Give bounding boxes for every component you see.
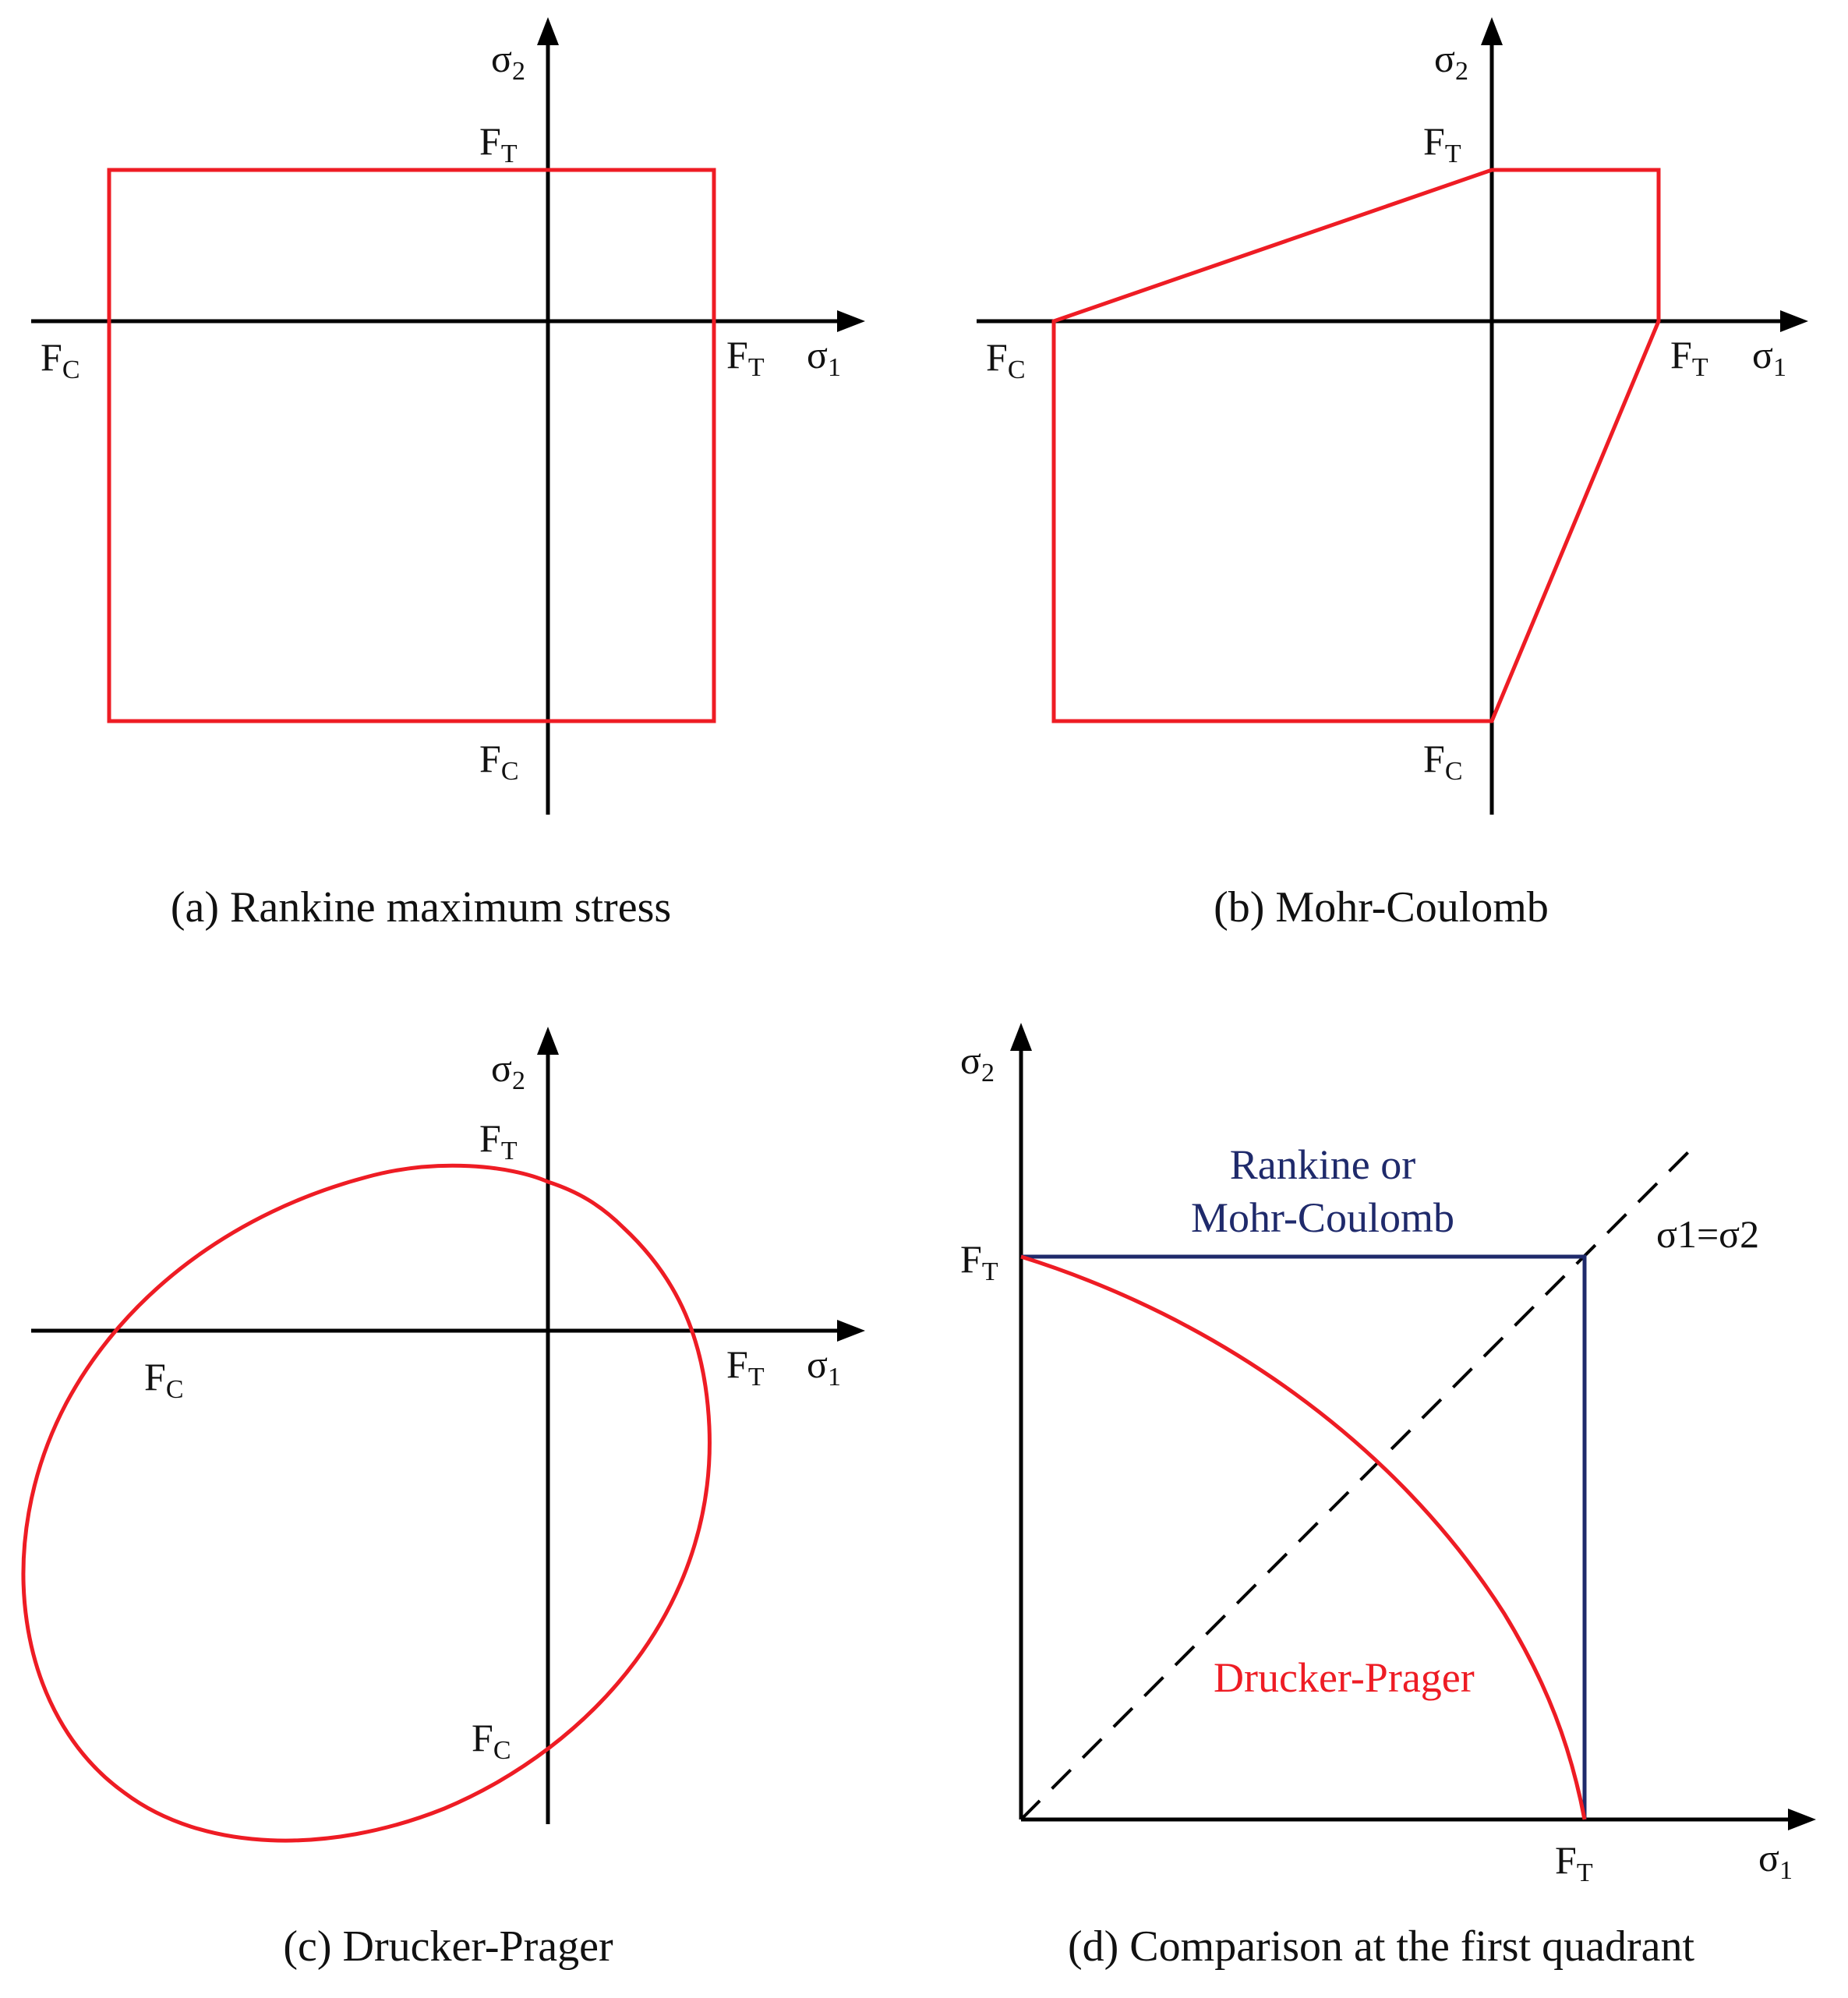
panel-b-ft-right-label: FT xyxy=(1670,333,1708,382)
panel-d-comparison: σ2 σ1 FT FT Rankine or Mohr-Coulomb Druc… xyxy=(960,1023,1816,1971)
panel-a-sigma2-label: σ2 xyxy=(491,37,525,86)
panel-c-sigma1-arrowhead xyxy=(837,1320,865,1342)
panel-d-caption: (d) Comparison at the first quadrant xyxy=(1068,1922,1694,1971)
panel-d-ft-bottom-label: FT xyxy=(1555,1838,1593,1887)
panel-b-fc-left-label: FC xyxy=(986,335,1026,384)
panel-a-rankine-envelope xyxy=(107,168,716,723)
panel-d-sigma2-arrowhead xyxy=(1010,1023,1032,1051)
panel-a-caption: (a) Rankine maximum stress xyxy=(171,883,671,932)
panel-c-ft-right-label: FT xyxy=(726,1342,765,1392)
panel-d-ft-left-label: FT xyxy=(960,1237,998,1286)
panel-a-rankine: σ2 σ1 FT FT FC FC (a) Rankine maximum st… xyxy=(31,17,865,932)
panel-b-mohr-coulomb: σ2 σ1 FT FT FC FC (b) Mohr-Coulomb xyxy=(977,17,1808,932)
panel-a-fc-bottom-label: FC xyxy=(479,737,519,786)
panel-d-rankine-mohr-envelope xyxy=(1021,1254,1587,1819)
panel-a-ft-top-label: FT xyxy=(479,119,518,168)
panel-b-ft-top-label: FT xyxy=(1423,119,1461,168)
panel-d-sigma2-label: σ2 xyxy=(960,1038,995,1087)
panel-b-caption: (b) Mohr-Coulomb xyxy=(1214,883,1549,932)
panel-c-fc-left-label: FC xyxy=(144,1355,184,1404)
panel-d-drucker-legend: Drucker-Prager xyxy=(1214,1654,1475,1701)
panel-a-sigma2-arrowhead xyxy=(537,17,559,45)
panel-b-sigma2-arrowhead xyxy=(1481,17,1503,45)
panel-c-drucker-prager-envelope xyxy=(21,1163,712,1843)
panel-d-rankine-legend-line1: Rankine or xyxy=(1230,1141,1415,1188)
panel-c-sigma2-label: σ2 xyxy=(491,1046,525,1095)
panel-a-sigma1-label: σ1 xyxy=(807,333,841,382)
panel-a-fc-left-label: FC xyxy=(41,335,80,384)
panel-a-sigma1-arrowhead xyxy=(837,310,865,332)
panel-b-fc-bottom-label: FC xyxy=(1423,737,1463,786)
panel-b-sigma2-label: σ2 xyxy=(1434,37,1468,86)
panel-a-ft-right-label: FT xyxy=(726,333,765,382)
panel-c-ft-top-label: FT xyxy=(479,1116,518,1165)
panel-d-sigma1-label: σ1 xyxy=(1758,1836,1793,1885)
panel-c-sigma2-arrowhead xyxy=(537,1027,559,1055)
panel-d-rankine-legend-line2: Mohr-Coulomb xyxy=(1191,1194,1454,1241)
panel-c-caption: (c) Drucker-Prager xyxy=(283,1922,613,1971)
panel-c-drucker-prager: σ2 σ1 FT FT FC FC (c) Drucker-Prager xyxy=(21,1027,865,1971)
panel-d-drucker-prager-arc xyxy=(1020,1254,1587,1820)
panel-b-sigma1-arrowhead xyxy=(1780,310,1808,332)
panel-d-diagonal-line xyxy=(1019,1149,1691,1821)
panel-d-sigma1-arrowhead xyxy=(1788,1809,1816,1830)
panel-c-sigma1-label: σ1 xyxy=(807,1342,841,1392)
panel-d-diagonal-label: σ1=σ2 xyxy=(1656,1212,1759,1256)
panel-c-fc-bottom-label: FC xyxy=(472,1716,511,1765)
panel-b-sigma1-label: σ1 xyxy=(1752,333,1786,382)
panel-b-mohr-coulomb-envelope xyxy=(1051,168,1661,723)
